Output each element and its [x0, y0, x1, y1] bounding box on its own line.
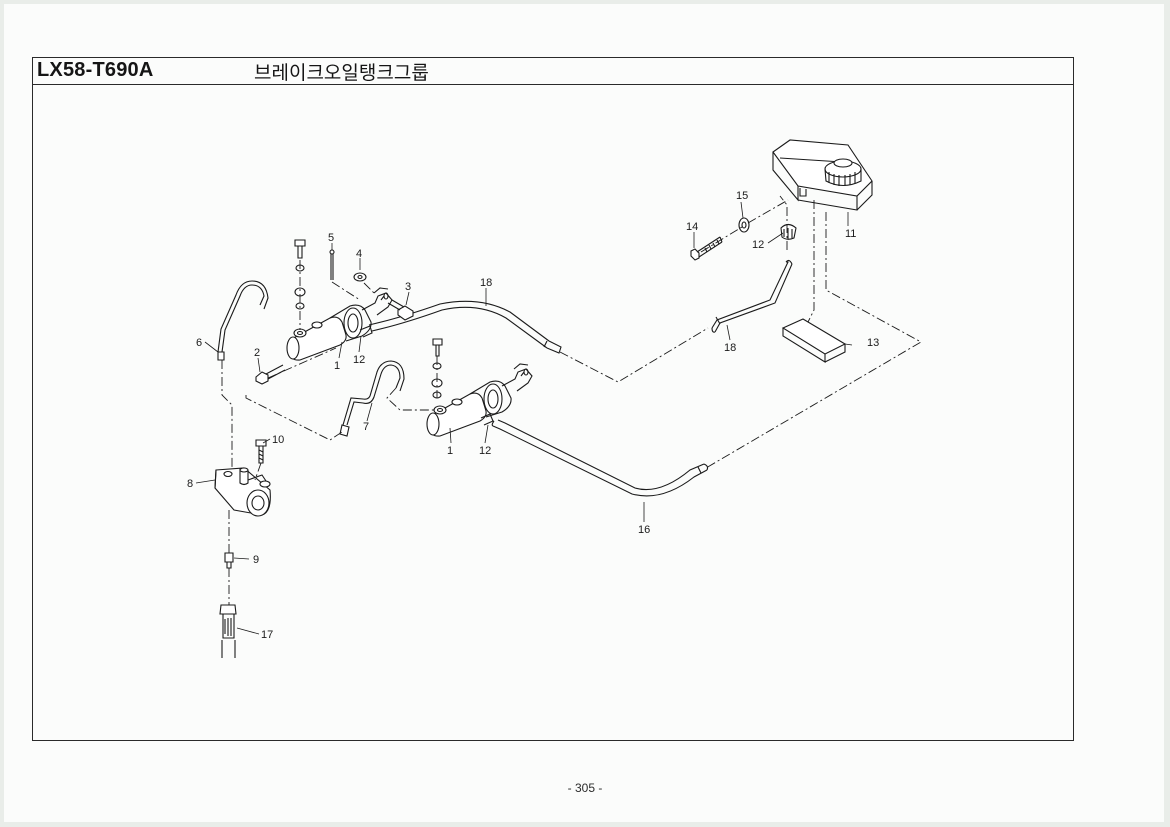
- callout-17: 17: [261, 629, 273, 641]
- callout-2: 2: [254, 347, 260, 359]
- callout-18-upper: 18: [724, 342, 736, 354]
- bolt-14: [690, 236, 723, 261]
- group-title: 브레이크오일탱크그룹: [254, 62, 429, 84]
- washer-15: [738, 217, 750, 233]
- drawing-sheet: [4, 4, 1164, 822]
- hose-fitting-17: [219, 604, 237, 658]
- upper-cylinder-hardware: [255, 239, 414, 385]
- callout-14: 14: [686, 221, 698, 233]
- callout-4: 4: [356, 248, 362, 260]
- callout-1-upper: 1: [334, 360, 340, 372]
- master-cylinder-upper: [286, 287, 393, 361]
- callout-6: 6: [196, 337, 202, 349]
- callout-8: 8: [187, 478, 193, 490]
- model-code: LX58-T690A: [37, 59, 154, 81]
- return-hose-lower: [368, 300, 562, 354]
- seal-pad: [781, 318, 847, 363]
- valve-body-8: [214, 467, 271, 517]
- callout-3: 3: [405, 281, 411, 293]
- hose-clamp-tank: [780, 223, 797, 240]
- callout-18-lower: 18: [480, 277, 492, 289]
- callout-13: 13: [867, 337, 879, 349]
- callout-16: 16: [638, 524, 650, 536]
- callout-9: 9: [253, 554, 259, 566]
- bolt-10: [255, 439, 267, 464]
- diagram-frame: LX58-T690A 브레이크오일탱크그룹: [32, 57, 1074, 741]
- callout-12-upper: 12: [353, 354, 365, 366]
- callout-1-lower: 1: [447, 445, 453, 457]
- master-cylinder-lower: [426, 363, 533, 437]
- supply-hose-16: [491, 419, 709, 497]
- callout-15: 15: [736, 190, 748, 202]
- callout-leaders: [195, 201, 853, 635]
- brake-pipe-7: [339, 360, 405, 437]
- callout-12-lower: 12: [479, 445, 491, 457]
- callout-10: 10: [272, 434, 284, 446]
- page-number: - 305 -: [567, 781, 603, 795]
- callout-5: 5: [328, 232, 334, 244]
- title-bar: LX58-T690A 브레이크오일탱크그룹: [33, 58, 1073, 85]
- reservoir-tank: [772, 139, 873, 211]
- assembly-lines: [221, 195, 922, 605]
- callout-7: 7: [363, 421, 369, 433]
- fitting-9: [224, 552, 234, 569]
- callout-11: 11: [845, 228, 856, 240]
- return-hose-upper: [711, 259, 793, 333]
- brake-pipe-6: [217, 280, 269, 361]
- callout-12-tank: 12: [752, 239, 764, 251]
